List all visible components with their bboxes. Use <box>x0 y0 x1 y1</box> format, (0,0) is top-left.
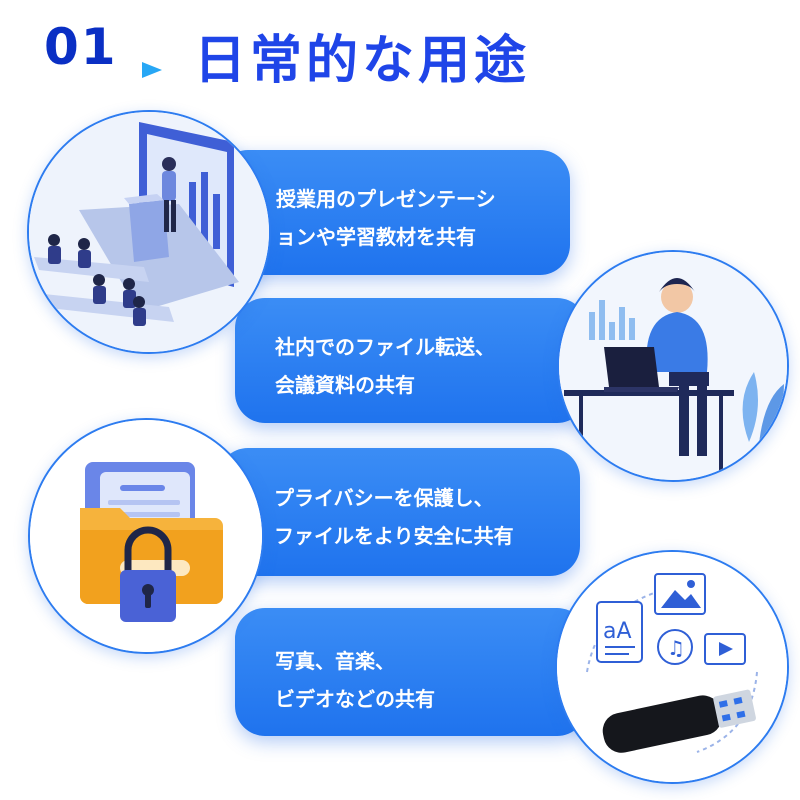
feature-text-line: プライバシーを保護し、 <box>274 486 494 510</box>
feature-text-line: ョンや学習教材を共有 <box>276 225 476 249</box>
feature-pill-presentation: 授業用のプレゼンテーシ ョンや学習教材を共有 <box>218 150 570 275</box>
play-arrow-icon <box>142 62 162 78</box>
feature-text-line: 社内でのファイル転送、 <box>275 335 495 359</box>
locked-folder-illustration <box>28 418 264 654</box>
usb-media-files-illustration: aA ♫ <box>555 550 789 784</box>
feature-text-line: ファイルをより安全に共有 <box>274 524 514 548</box>
office-worker-icon <box>559 252 787 480</box>
section-number: 01 <box>44 18 118 76</box>
feature-pill-security: プライバシーを保護し、 ファイルをより安全に共有 <box>218 448 580 576</box>
svg-text:♫: ♫ <box>667 636 685 660</box>
font-glyph-label: aA <box>603 619 632 644</box>
classroom-icon <box>29 112 269 352</box>
feature-pill-office: 社内でのファイル転送、 会議資料の共有 <box>235 298 587 423</box>
feature-text-line: 授業用のプレゼンテーシ <box>276 187 496 211</box>
lock-folder-icon <box>30 420 262 652</box>
page-title: 日常的な用途 <box>194 31 531 91</box>
office-worker-laptop-illustration <box>557 250 789 482</box>
usb-drive-icon: aA ♫ <box>557 552 787 782</box>
feature-pill-media: 写真、音楽、 ビデオなどの共有 <box>235 608 587 736</box>
feature-text-line: 会議資料の共有 <box>275 373 415 397</box>
feature-text-line: ビデオなどの共有 <box>275 687 435 711</box>
feature-text-line: 写真、音楽、 <box>275 649 395 673</box>
presentation-classroom-illustration <box>27 110 271 354</box>
